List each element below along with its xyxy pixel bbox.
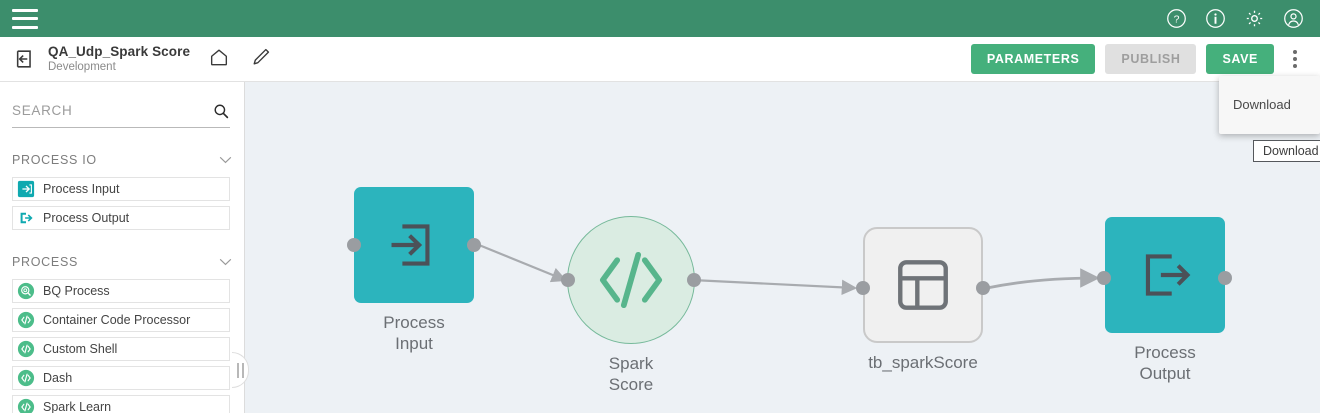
code-icon <box>17 340 35 358</box>
node-port-in[interactable] <box>561 273 575 287</box>
more-options-menu: Download <box>1219 76 1320 134</box>
group-title: PROCESS <box>12 255 79 269</box>
hamburger-bar <box>12 8 38 12</box>
palette-item-bq-process[interactable]: BQ Process <box>12 279 230 303</box>
menu-item-download[interactable]: Download <box>1233 97 1291 112</box>
node-shape[interactable] <box>354 187 474 303</box>
help-icon[interactable]: ? <box>1166 8 1187 29</box>
node-shape[interactable] <box>863 227 983 343</box>
node-port-out[interactable] <box>976 281 990 295</box>
code-brackets-icon <box>599 251 663 309</box>
top-navigation-bar: ? <box>0 0 1320 37</box>
page-title: QA_Udp_Spark Score <box>48 44 191 59</box>
group-title: PROCESS IO <box>12 153 97 167</box>
pencil-edit-icon[interactable] <box>250 46 272 68</box>
node-shape[interactable] <box>567 216 695 344</box>
canvas-node-process-output[interactable]: Process Output <box>1097 217 1232 384</box>
account-icon[interactable] <box>1283 8 1304 29</box>
group-header-process[interactable]: PROCESS <box>12 252 232 272</box>
canvas-node-spark-score[interactable]: Spark Score <box>561 216 701 395</box>
palette-item-label: Process Output <box>43 211 130 225</box>
parameters-button[interactable]: PARAMETERS <box>970 44 1096 74</box>
save-button[interactable]: SAVE <box>1206 44 1274 74</box>
node-label: Spark Score <box>608 354 654 394</box>
hamburger-bar <box>12 25 38 29</box>
handle-bar <box>241 362 244 378</box>
info-icon[interactable] <box>1205 8 1226 29</box>
search-row <box>12 98 230 128</box>
project-title-block: QA_Udp_Spark Score Development <box>48 44 190 74</box>
settings-gear-icon[interactable] <box>1244 8 1265 29</box>
node-port-out[interactable] <box>687 273 701 287</box>
workflow-canvas[interactable]: Process Input Spark Score tb_sp <box>245 82 1320 413</box>
palette-item-spark-learn[interactable]: Spark Learn <box>12 395 230 413</box>
node-port-in[interactable] <box>856 281 870 295</box>
edit-button[interactable] <box>250 46 272 73</box>
code-icon <box>17 398 35 413</box>
node-port-in[interactable] <box>347 238 361 252</box>
palette-item-custom-shell[interactable]: Custom Shell <box>12 337 230 361</box>
node-port-out[interactable] <box>1218 271 1232 285</box>
palette-item-process-input[interactable]: Process Input <box>12 177 230 201</box>
home-icon[interactable] <box>208 46 230 68</box>
palette-list-process-io: Process Input Process Output <box>12 177 230 230</box>
palette-item-dash[interactable]: Dash <box>12 366 230 390</box>
edge-table-to-output <box>986 268 1100 290</box>
edge-layer <box>478 243 1100 296</box>
kebab-dot <box>1293 50 1297 54</box>
process-input-icon <box>17 180 35 198</box>
palette-item-label: Process Input <box>43 182 120 196</box>
chevron-down-icon[interactable] <box>219 156 232 164</box>
publish-button: PUBLISH <box>1105 44 1197 74</box>
kebab-dot <box>1293 57 1297 61</box>
svg-text:?: ? <box>1174 13 1180 25</box>
palette-item-label: BQ Process <box>43 284 110 298</box>
environment-label: Development <box>48 61 116 73</box>
palette-sidebar: PROCESS IO Process Input Process Output <box>0 82 245 413</box>
node-label: Process Input <box>383 313 445 353</box>
node-shape[interactable] <box>1105 217 1225 333</box>
palette-item-process-output[interactable]: Process Output <box>12 206 230 230</box>
node-label: tb_sparkScore <box>868 353 978 372</box>
hamburger-menu-icon[interactable] <box>12 8 38 29</box>
node-port-out[interactable] <box>467 238 481 252</box>
download-tooltip: Download <box>1253 140 1320 162</box>
process-output-icon <box>20 212 33 224</box>
palette-item-label: Dash <box>43 371 73 385</box>
chevron-down-icon[interactable] <box>219 258 232 266</box>
edge-input-to-spark <box>478 243 568 283</box>
canvas-node-tb-sparkscore[interactable]: tb_sparkScore <box>856 227 990 373</box>
palette-item-label: Custom Shell <box>43 342 118 356</box>
table-layout-icon <box>898 260 948 310</box>
palette-item-container-code-processor[interactable]: Container Code Processor <box>12 308 230 332</box>
canvas-node-process-input[interactable]: Process Input <box>347 187 481 354</box>
kebab-dot <box>1293 64 1297 68</box>
code-icon <box>17 311 35 329</box>
more-options-icon[interactable] <box>1286 46 1304 72</box>
back-arrow-icon[interactable] <box>14 48 36 70</box>
header-action-group: PARAMETERS PUBLISH SAVE <box>970 44 1310 74</box>
home-button[interactable] <box>208 46 230 73</box>
arrow-out-of-box-icon <box>1145 254 1191 296</box>
hamburger-bar <box>12 17 38 20</box>
search-icon[interactable] <box>212 102 230 120</box>
arrow-into-box-icon <box>391 224 430 266</box>
bq-process-icon <box>17 282 35 300</box>
edge-spark-to-table <box>691 278 858 296</box>
node-label: Process Output <box>1134 343 1196 383</box>
search-input[interactable] <box>12 103 192 122</box>
code-icon <box>17 369 35 387</box>
palette-list-process: BQ Process Container Code Processor Cust… <box>12 279 230 413</box>
group-header-process-io[interactable]: PROCESS IO <box>12 150 232 170</box>
top-bar-icon-group: ? <box>1166 8 1304 29</box>
project-header-bar: QA_Udp_Spark Score Development PARAMETER… <box>0 37 1320 82</box>
handle-bar <box>236 362 239 378</box>
palette-item-label: Spark Learn <box>43 400 112 413</box>
node-port-in[interactable] <box>1097 271 1111 285</box>
palette-item-label: Container Code Processor <box>43 313 191 327</box>
